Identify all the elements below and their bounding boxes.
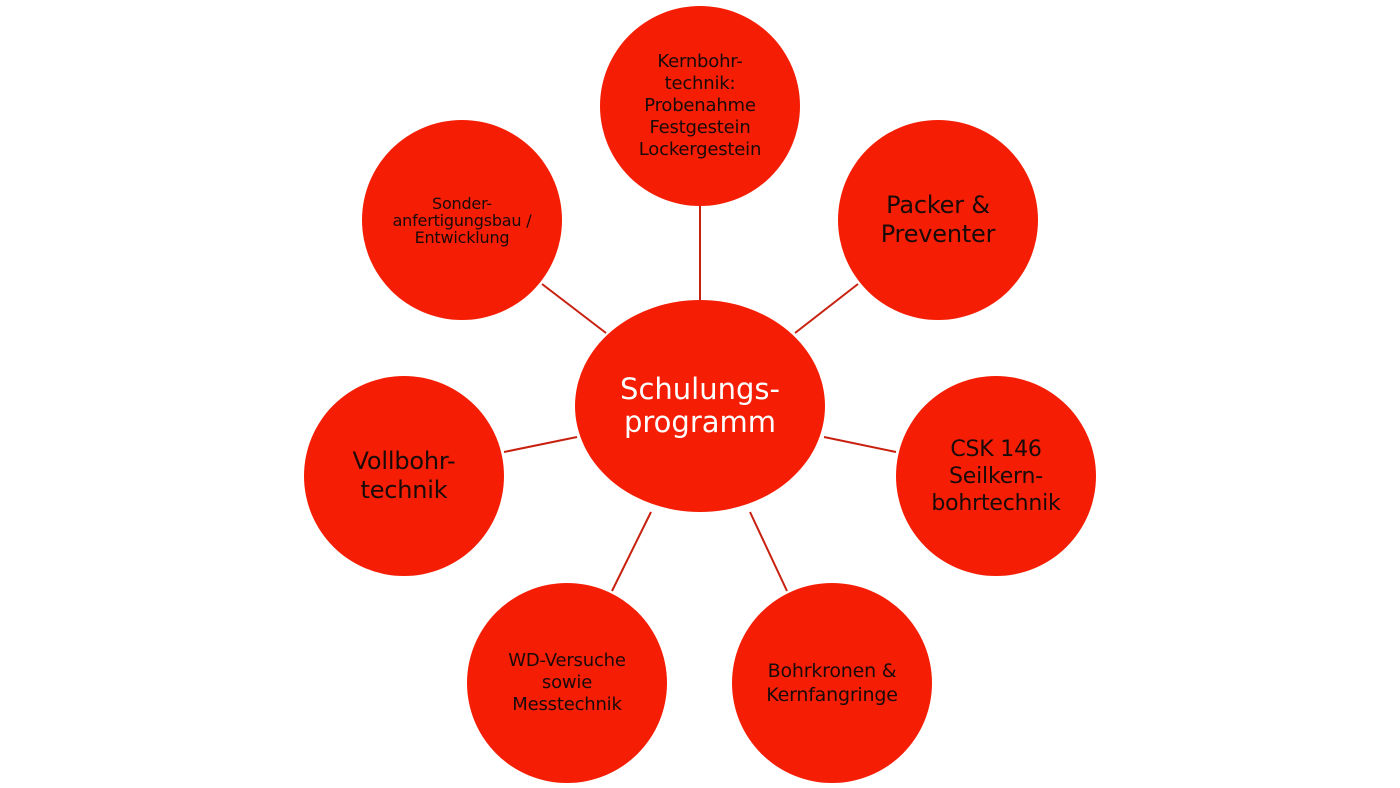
connector-packer [794,283,859,334]
node-kernbohrtechnik: Kernbohr- technik: Probenahme Festgestei… [600,6,800,206]
node-kernbohrtechnik-label: Kernbohr- technik: Probenahme Festgestei… [638,51,762,160]
center-node: Schulungs- programm [575,300,825,512]
center-node-label: Schulungs- programm [620,372,780,439]
connector-sonderanfertigung [541,283,607,334]
connector-vollbohrtechnik [503,436,578,453]
node-bohrkronen: Bohrkronen & Kernfangringe [732,583,932,783]
node-sonderanfertigung: Sonder- anfertigungsbau / Entwicklung [362,120,562,320]
node-vollbohrtechnik-label: Vollbohr- technik [352,447,456,504]
node-csk146-label: CSK 146 Seilkern- bohrtechnik [931,436,1061,516]
connector-csk146 [823,436,897,453]
node-packer: Packer & Preventer [838,120,1038,320]
connector-wd-versuche [611,511,652,592]
node-csk146: CSK 146 Seilkern- bohrtechnik [896,376,1096,576]
node-vollbohrtechnik: Vollbohr- technik [304,376,504,576]
node-wd-versuche-label: WD-Versuche sowie Messtechnik [508,650,626,715]
node-packer-label: Packer & Preventer [880,191,996,248]
connector-bohrkronen [749,511,788,592]
node-bohrkronen-label: Bohrkronen & Kernfangringe [766,660,898,706]
node-wd-versuche: WD-Versuche sowie Messtechnik [467,583,667,783]
node-sonderanfertigung-label: Sonder- anfertigungsbau / Entwicklung [392,193,532,247]
